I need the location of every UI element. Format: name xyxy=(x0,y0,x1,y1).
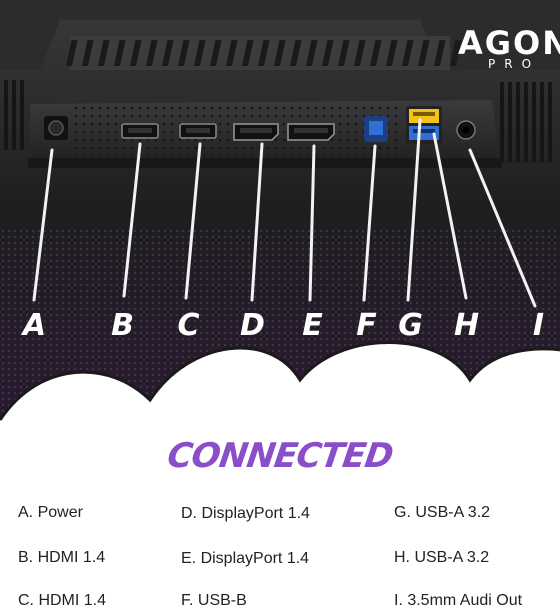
port-label-a: A xyxy=(22,308,46,343)
legend-item-c: C. HDMI 1.4 xyxy=(18,592,107,609)
brand-logo-subtext: PRO xyxy=(488,57,541,71)
legend-item-a: A. Power xyxy=(18,504,83,521)
legend-item-i: I. 3.5mm Audi Out xyxy=(394,592,523,609)
port-label-i: I xyxy=(532,308,544,343)
port-label-b: B xyxy=(111,308,134,343)
legend-item-e: E. DisplayPort 1.4 xyxy=(181,550,310,567)
legend-item-f: F. USB-B xyxy=(181,592,247,609)
port-label-h: H xyxy=(453,308,479,343)
port-label-e: E xyxy=(302,308,323,343)
section-heading: CONNECTED xyxy=(164,436,396,476)
legend-item-b: B. HDMI 1.4 xyxy=(18,549,106,566)
port-label-g: G xyxy=(398,308,423,343)
legend-item-d: D. DisplayPort 1.4 xyxy=(181,505,310,522)
port-label-f: F xyxy=(356,308,377,343)
port-label-d: D xyxy=(240,308,265,343)
brand-logo-text: AGON xyxy=(458,24,560,62)
port-label-c: C xyxy=(177,308,199,343)
legend-item-h: H. USB-A 3.2 xyxy=(394,549,490,566)
legend-item-g: G. USB-A 3.2 xyxy=(394,504,491,521)
